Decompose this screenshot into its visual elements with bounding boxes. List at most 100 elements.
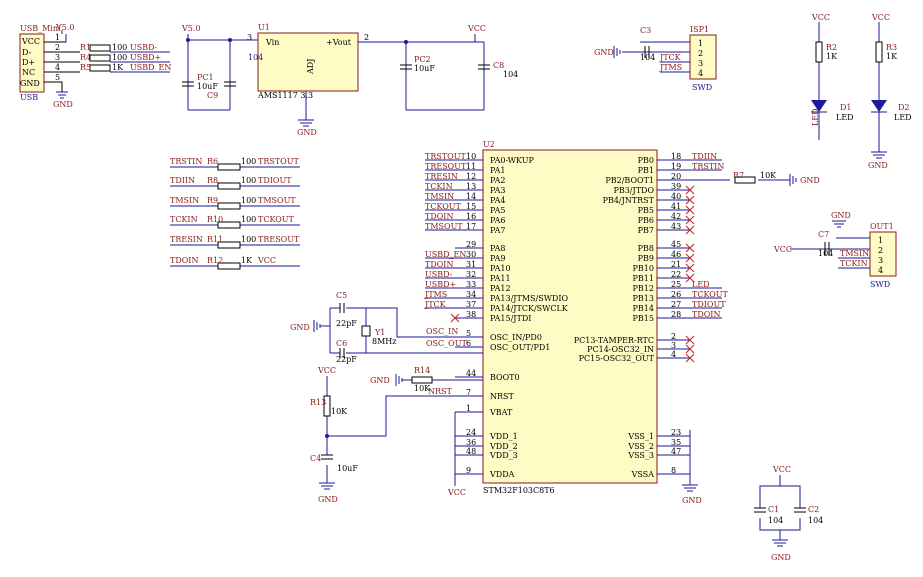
mcu-pin-label: PC14-OSC32_IN — [587, 345, 654, 354]
net-label: TCKIN — [170, 215, 198, 224]
out-pin: 2 — [878, 246, 883, 255]
mcu-pin-num: 47 — [671, 447, 681, 456]
mcu-pin-num: 24 — [466, 428, 476, 437]
resistor-r3 — [875, 41, 883, 63]
mcu-part: STM32F103C8T6 — [483, 486, 555, 495]
mcu-pin-label: PA9 — [490, 254, 506, 263]
led-d2-icon — [871, 100, 887, 112]
mcu-pin-num: 11 — [466, 162, 476, 171]
mcu-pin-num: 1 — [466, 404, 471, 413]
led-d1-icon — [811, 100, 827, 112]
resistor-ref: R6 — [207, 157, 218, 166]
r7-ref: R7 — [733, 171, 744, 180]
mcu-pin-num: 48 — [466, 447, 476, 456]
mcu-pin-num: 40 — [671, 192, 681, 201]
svg-text:104: 104 — [248, 53, 263, 62]
net-label: TRSTIN — [692, 162, 724, 171]
resistor-r5 — [89, 64, 111, 72]
out-body — [869, 231, 897, 277]
mcu-pin-num: 26 — [671, 290, 681, 299]
vcc-label: VCC — [811, 13, 830, 22]
mcu-pin-label: PB5 — [638, 206, 654, 215]
out-cap-ref: C7 — [818, 230, 829, 239]
net-label: TCKIN — [840, 259, 868, 268]
mcu-pin-num: 2 — [671, 332, 676, 341]
mcu-pin-label: PB14 — [633, 304, 654, 313]
led-ref: D2 — [898, 103, 910, 112]
mcu-pin-label: VSS_2 — [627, 442, 654, 451]
resistor-value: 100 — [112, 43, 127, 52]
mcu-pin-label: PB0 — [638, 156, 654, 165]
mcu-pin-label: PA11 — [490, 274, 511, 283]
net-label: JTMS — [424, 290, 447, 299]
mcu-pin-num: 20 — [671, 172, 681, 181]
resistor-ref: R4 — [80, 53, 91, 62]
net-label: TDOIN — [170, 256, 198, 265]
mcu-pin-label: PC13-TAMPER-RTC — [574, 336, 654, 345]
rst-cap-val: 10uF — [337, 464, 358, 473]
net-label: VCC — [257, 256, 276, 265]
out-cap-val: 104 — [818, 249, 833, 258]
net-label: TMSOUT — [258, 196, 296, 205]
no-connect-mark — [685, 344, 695, 354]
cap-ref: C9 — [207, 91, 218, 100]
reg-pin-num: 3 — [247, 33, 252, 42]
mcu-pin-label: PA15/JTDI — [490, 314, 531, 323]
net-label: TMSIN — [170, 196, 199, 205]
usb-pin-num: 5 — [55, 73, 60, 82]
mcu-pin-label: PB6 — [638, 216, 654, 225]
net-label: USBD+ — [425, 280, 456, 289]
reg-vout: +Vout — [326, 38, 352, 47]
gnd-label: GND — [682, 496, 702, 505]
resistor-value: 100 — [241, 176, 256, 185]
resistor-value: 100 — [112, 53, 127, 62]
isp-body — [689, 34, 717, 80]
mcu-pin-label: PB11 — [633, 274, 654, 283]
net-label: TMSIN — [425, 192, 454, 201]
usb-pin-label: D+ — [22, 58, 35, 67]
cap-value: 104 — [808, 516, 823, 525]
isp-pin: 1 — [698, 39, 703, 48]
gnd-label: GND — [868, 161, 888, 170]
net-label: TDIIN — [692, 152, 717, 161]
net-label: TMSIN — [840, 249, 869, 258]
mcu-pin-label: PB4/JNTRST — [603, 196, 655, 205]
crystal-val: 8MHz — [372, 337, 396, 346]
crystal-ref: Y1 — [374, 328, 385, 337]
rst-cap-ref: C4 — [310, 454, 321, 463]
no-connect-mark — [685, 335, 695, 345]
no-connect-mark — [685, 205, 695, 215]
net-label: USBD- — [425, 270, 453, 279]
mcu-pin-num: 42 — [671, 212, 681, 221]
no-connect-mark — [685, 195, 695, 205]
reg-adj: ADJ — [306, 59, 315, 75]
gnd-label: GND — [318, 495, 338, 504]
net-label: NRST — [428, 387, 453, 396]
mcu-pin-num: 5 — [466, 329, 471, 338]
mcu-pin-label: PB8 — [638, 244, 654, 253]
cap-ref: C1 — [768, 505, 779, 514]
cap-ref: C8 — [493, 61, 504, 70]
no-connect-mark — [685, 215, 695, 225]
decoupling-caps: VCC C1 104 C2 104 GND — [754, 465, 823, 562]
resistor-r1 — [89, 44, 111, 52]
mcu-pin-label: VBAT — [489, 408, 513, 417]
net-label: TRESIN — [425, 172, 458, 181]
vcc-label: VCC — [773, 245, 792, 254]
mcu-pin-label: PA1 — [490, 166, 506, 175]
power-regulator: V5.0 U1 Vin +Vout 3 2 104 ADJ AMS1117 3.… — [181, 23, 518, 137]
net-label: TRESIN — [170, 235, 203, 244]
mcu-pin-num: 14 — [466, 192, 476, 201]
resistor-r4 — [89, 54, 111, 62]
mcu-pin-num: 13 — [466, 182, 476, 191]
jtag-resistor — [217, 182, 241, 190]
osc-cap-val: 22pF — [336, 355, 357, 364]
mcu-pin-num: 12 — [466, 172, 476, 181]
net-label: TCKOUT — [692, 290, 729, 299]
usb-pin-num: 1 — [55, 33, 60, 42]
usb-pin-label: GND — [20, 79, 40, 88]
isp-ref: ISP1 — [690, 25, 709, 34]
cap-ref: PC2 — [414, 55, 431, 64]
gnd-label: GND — [771, 553, 791, 562]
